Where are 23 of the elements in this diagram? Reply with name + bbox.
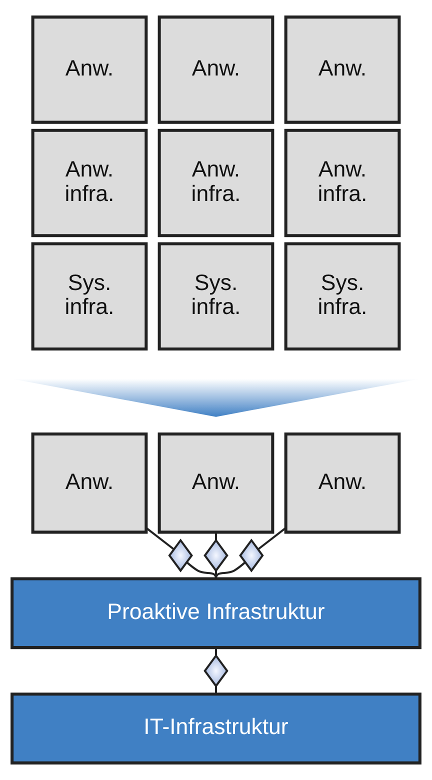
- node-diamond: [204, 538, 228, 572]
- node-diamond: [239, 538, 264, 572]
- connector: [146, 527, 174, 550]
- node-box: Sys. infra.: [31, 242, 148, 351]
- node-box: Anw.: [158, 432, 274, 534]
- node-box: Anw.: [158, 16, 274, 124]
- node-box: Proaktive Infrastruktur: [10, 577, 422, 650]
- connector: [214, 648, 218, 656]
- connector: [214, 686, 218, 694]
- connector: [258, 527, 286, 550]
- node-box: Anw.: [31, 16, 148, 124]
- node-box: Anw.: [31, 432, 148, 534]
- node-box: IT-Infrastruktur: [10, 692, 422, 764]
- node-box: Anw. infra.: [31, 128, 148, 238]
- connector: [214, 532, 218, 540]
- node-box: Anw. infra.: [158, 128, 274, 238]
- node-box: Anw.: [284, 16, 401, 124]
- node-diamond: [168, 538, 193, 572]
- node-box: Sys. infra.: [284, 242, 401, 351]
- node-box: Anw. infra.: [284, 128, 401, 238]
- node-diamond: [204, 654, 228, 688]
- node-box: Sys. infra.: [158, 242, 274, 351]
- node-box: Anw.: [284, 432, 401, 534]
